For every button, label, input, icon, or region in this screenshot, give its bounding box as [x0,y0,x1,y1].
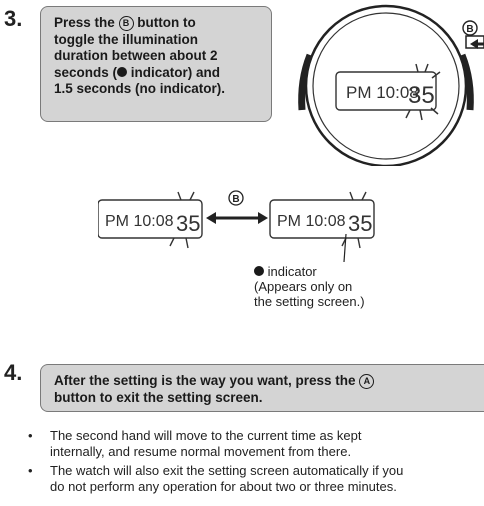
display-comparison: PM 10:08 35 B PM 10:08 35 [98,190,375,263]
step-3-line-1: Press the B button to [54,15,196,31]
display-left-seconds: 35 [176,211,200,236]
watch-blink-rays-icon [405,63,441,121]
step-4-number: 4. [4,360,23,385]
step-4-line-1: After the setting is the way you want, p… [54,373,474,390]
watch-b-label: B [466,24,473,35]
step-4-instruction: After the setting is the way you want, p… [40,364,484,412]
watch-b-marker-icon [462,20,478,36]
indicator-leader-line [343,233,347,263]
left-blink-rays-icon [169,191,195,249]
indicator-note-line-1: indicator [254,264,365,279]
display-right-time: PM 10:08 [277,213,346,230]
watch-illustration: B PM 10:08 35 [298,4,484,166]
arrow-b-label: B [232,194,239,205]
bullet-1-line-2: internally, and resume normal movement f… [50,444,352,459]
display-left-time: PM 10:08 [105,213,174,230]
step-3-line-3: duration between about 2 [54,48,218,63]
bullet-2-line-1: The watch will also exit the setting scr… [50,463,404,478]
notes-list: • The second hand will move to the curre… [22,428,484,498]
step-3-number: 3. [4,6,23,31]
list-item: • The watch will also exit the setting s… [22,463,484,495]
a-button-symbol: A [359,374,375,389]
watch-lcd [335,71,437,111]
watch-lcd-time: PM 10:08 [346,83,419,102]
step-3-instruction: Press the B button to toggle the illumin… [40,6,272,122]
indicator-note-line-3: the setting screen.) [254,294,365,309]
bullet-marker: • [28,463,33,478]
step-3-line-4: seconds ( indicator) and [54,64,221,80]
indicator-note-line-2: (Appears only on [254,279,353,294]
indicator-dot-icon [117,66,128,77]
indicator-note: indicator (Appears only on the setting s… [254,264,365,309]
list-item: • The second hand will move to the curre… [22,428,484,460]
display-right-seconds: 35 [348,211,372,236]
indicator-note-dot-icon [254,266,264,276]
bullet-marker: • [28,428,33,443]
step-4-line-2: button to exit the setting screen. [54,389,263,405]
step-3-line-2: toggle the illumination [54,31,198,47]
display-with-indicator [269,199,375,239]
bullet-2-line-2: do not perform any operation for about t… [50,479,397,494]
display-without-indicator [98,199,203,239]
bullet-1-line-1: The second hand will move to the current… [50,428,362,443]
arrow-b-marker-icon [228,190,244,206]
b-button-symbol: B [118,16,134,31]
watch-lcd-seconds: 35 [408,82,435,109]
step-3-line-5: 1.5 seconds (no indicator). [54,81,226,96]
